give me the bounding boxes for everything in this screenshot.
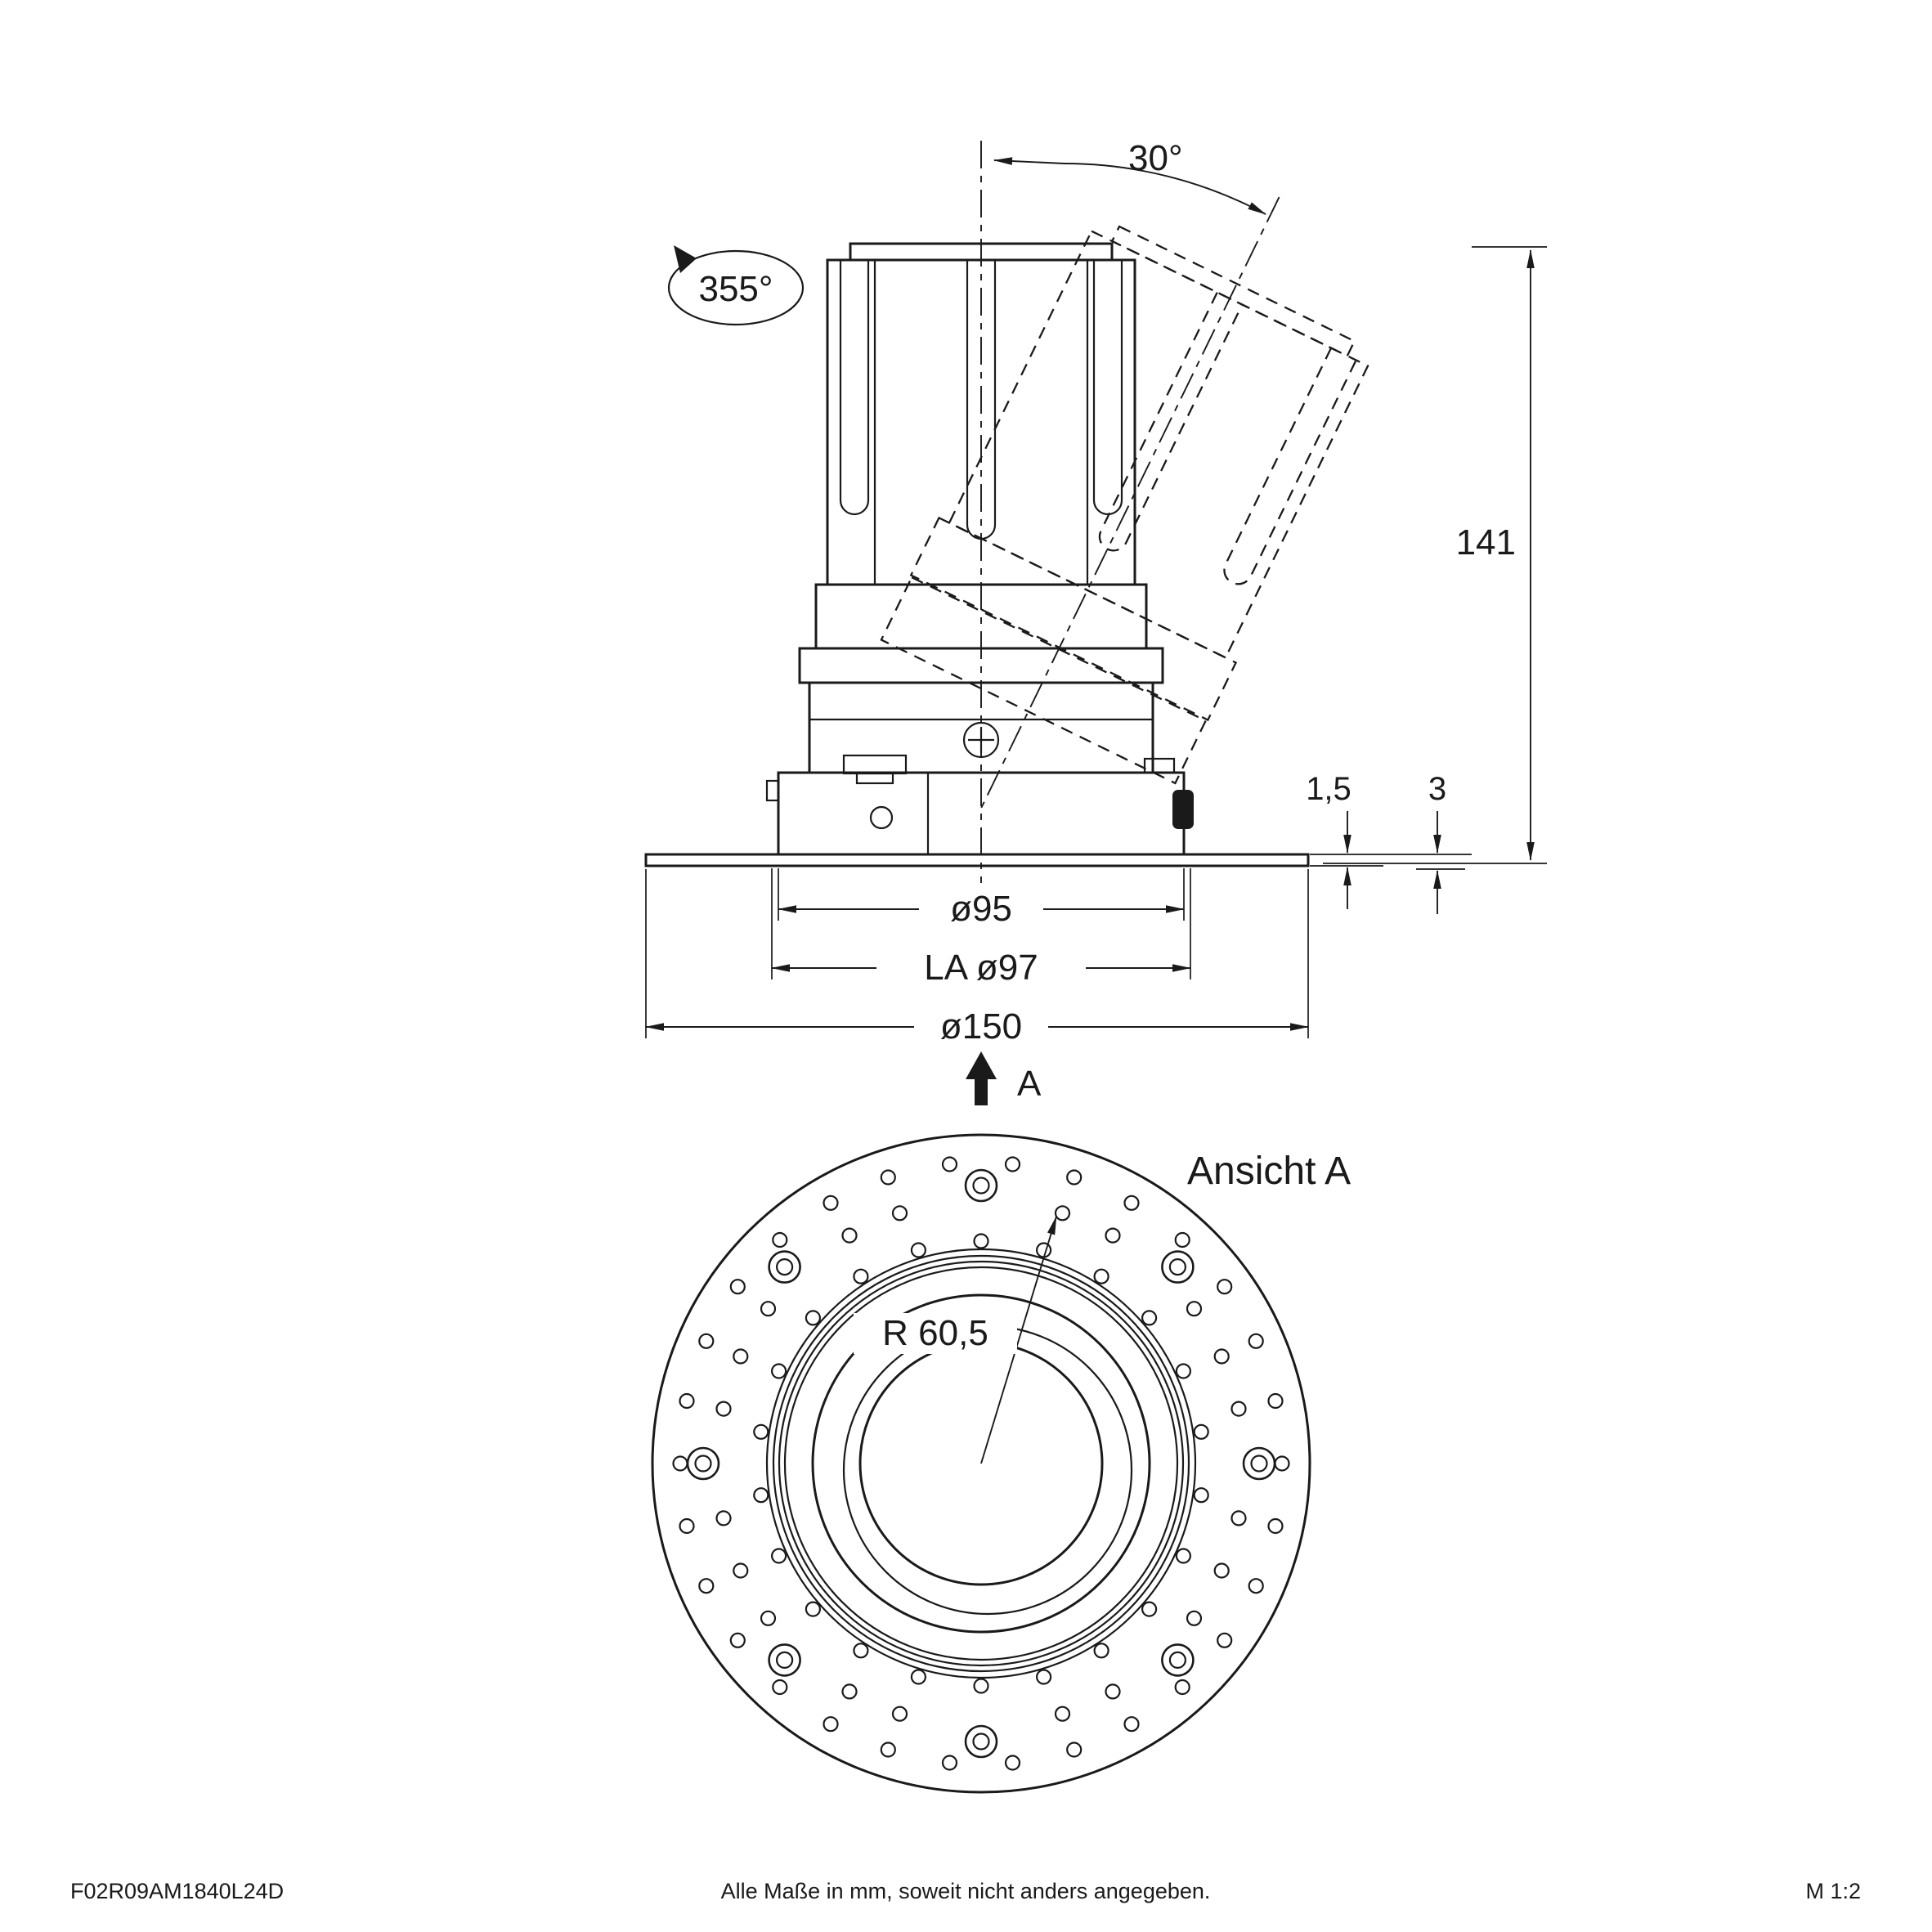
outer-diameter-label: ø150: [940, 1006, 1022, 1047]
reflector-opening-circle: [811, 1293, 1151, 1634]
dimension-note: Alle Maße in mm, soweit nicht anders ang…: [721, 1879, 1211, 1903]
rotation-symbol: 355°: [667, 245, 805, 326]
article-number: F02R09AM1840L24D: [70, 1879, 284, 1903]
tilted-luminaire-outline: [880, 196, 1369, 811]
radius-label: R 60,5: [882, 1313, 988, 1353]
flange-thickness-dimension: 1,5: [1306, 771, 1472, 909]
tilt-angle-label: 30°: [1128, 138, 1183, 178]
hole-circle-dimension: LA ø97: [771, 868, 1191, 988]
rotation-angle-label: 355°: [698, 269, 773, 309]
front-view-title: Ansicht A: [1187, 1150, 1351, 1193]
view-direction-label: A: [1017, 1064, 1042, 1104]
side-view: 30° 355°: [644, 138, 1547, 1105]
hole-pattern: [672, 1156, 1290, 1771]
height-label: 141: [1456, 522, 1516, 563]
view-arrow-icon: [966, 1051, 997, 1105]
flange-thickness-label: 1,5: [1306, 771, 1352, 807]
tilt-angle-dimension: 30°: [993, 138, 1266, 215]
drawing-scale: M 1:2: [1805, 1879, 1861, 1903]
luminaire-outline: [644, 242, 1310, 867]
footer: F02R09AM1840L24D Alle Maße in mm, soweit…: [70, 1879, 1861, 1903]
height-dimension: 141: [1323, 246, 1547, 864]
side-clip: [1172, 790, 1194, 829]
front-view: R 60,5 Ansicht A: [651, 1133, 1351, 1794]
cutout-diameter-label: ø95: [950, 889, 1012, 929]
recess-depth-label: 3: [1428, 771, 1446, 807]
view-direction-arrow: A: [966, 1051, 1042, 1105]
rotation-arrowhead: [674, 245, 697, 273]
flange-outer-circle: [651, 1133, 1311, 1794]
recess-depth-dimension: 3: [1416, 771, 1465, 914]
outer-diameter-dimension: ø150: [645, 869, 1309, 1047]
flange-plate: [644, 853, 1310, 867]
radius-dimension: R 60,5: [854, 1216, 1057, 1464]
cutout-dimension: ø95: [778, 868, 1185, 929]
hole-circle-label: LA ø97: [924, 948, 1038, 988]
